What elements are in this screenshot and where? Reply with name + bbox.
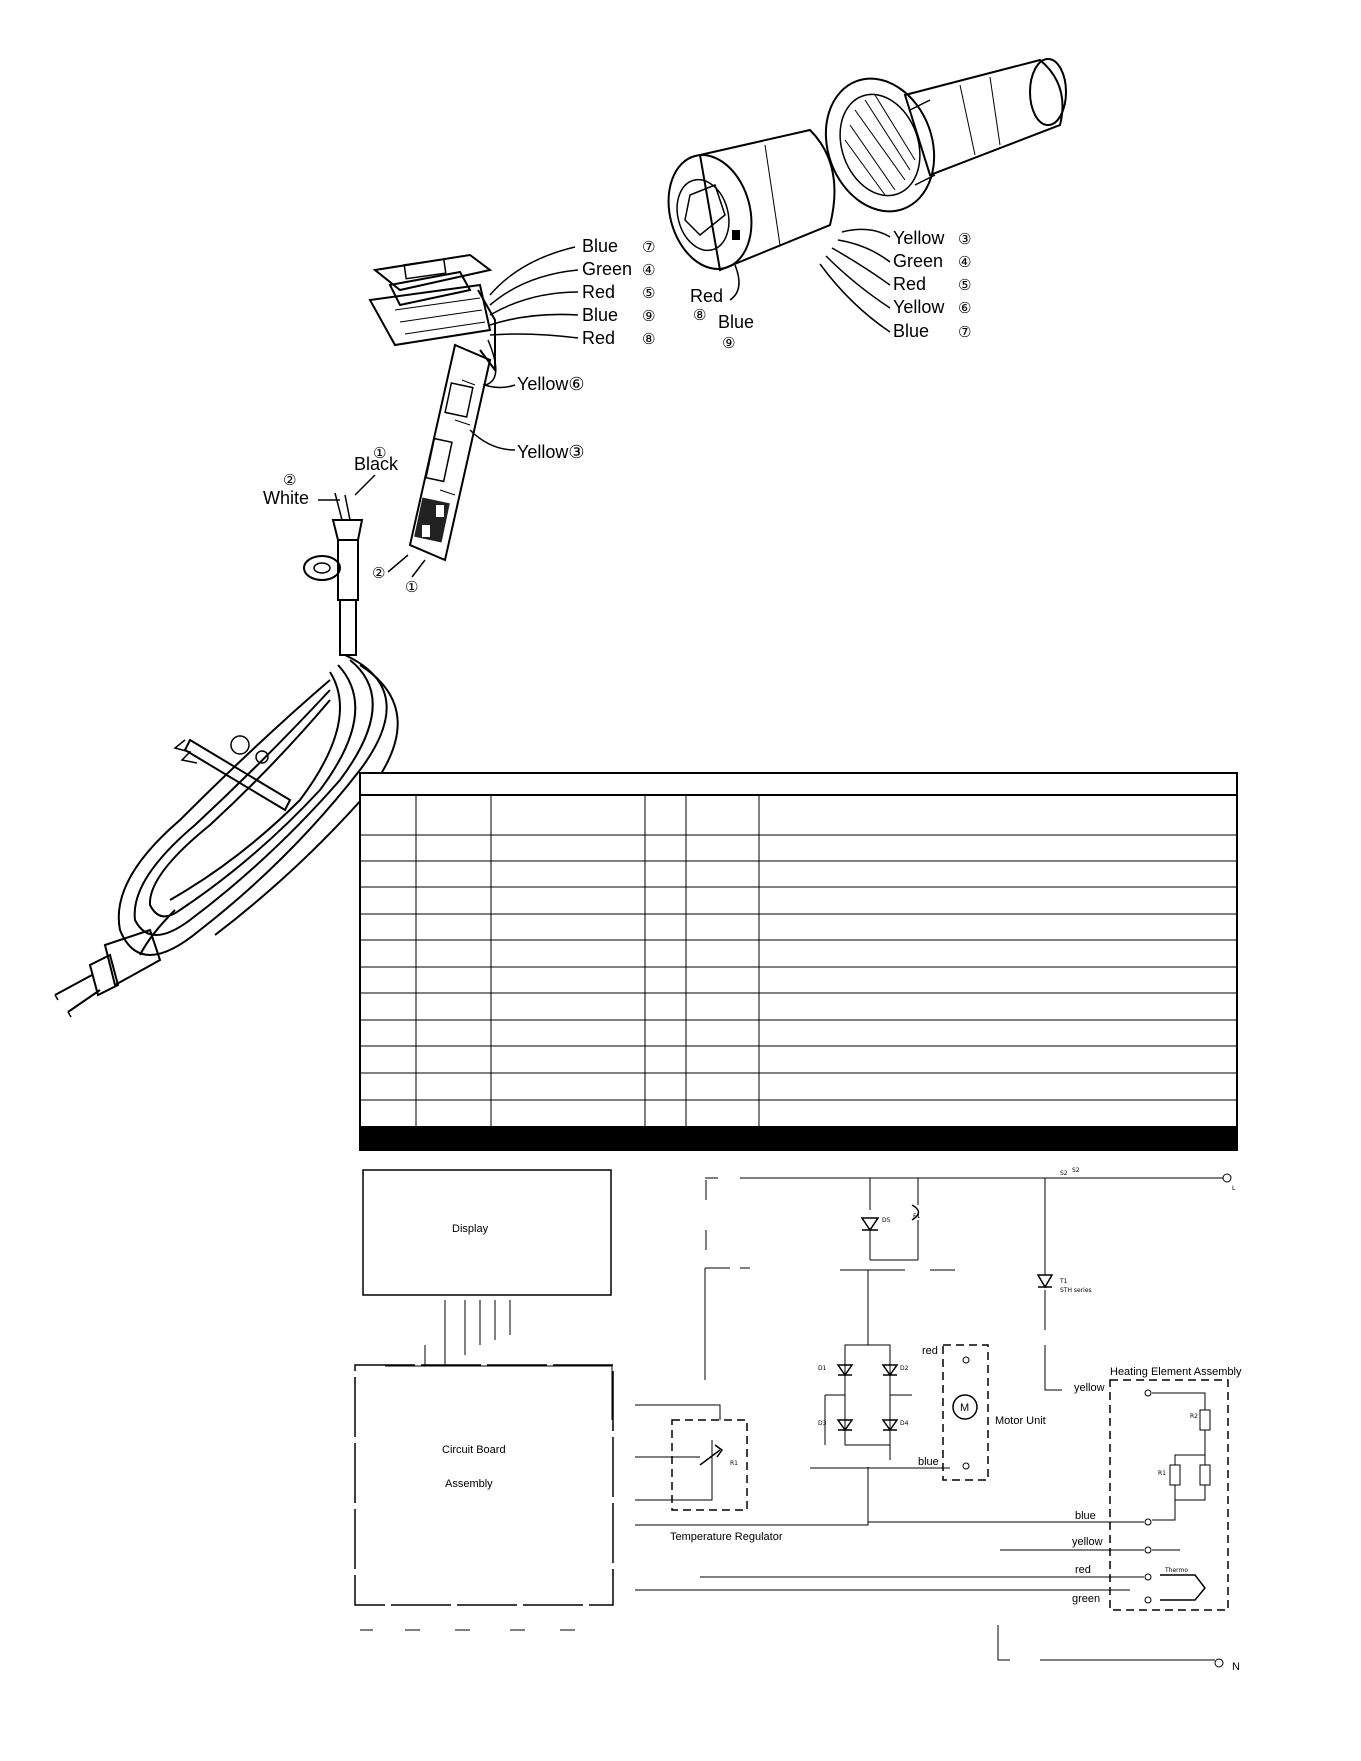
parts-table (359, 772, 1238, 1151)
label-yellow-3-num: ③ (958, 230, 971, 248)
label-cylinder-blue: Blue (718, 312, 754, 332)
label-cylinder-blue-num: ⑨ (722, 334, 735, 352)
label-black: Black (354, 454, 399, 474)
circuit-board-label-1: Circuit Board (442, 1444, 506, 1456)
display-label: Display (452, 1223, 489, 1235)
bridge-rectifier: D1 D2 D3 D4 (810, 1270, 950, 1469)
circuit-board-label-2: Assembly (445, 1478, 493, 1490)
board-lead-lines (387, 554, 426, 578)
label-yellow-6-right: Yellow (893, 297, 945, 317)
label-board-2: ② (372, 564, 385, 582)
display-box (362, 1169, 612, 1296)
right-wire-labels: Yellow ③ Green ④ Red ⑤ Yellow ⑥ Blue ⑦ (893, 228, 971, 341)
svg-text:R2: R2 (1190, 1413, 1198, 1420)
left-wire-labels: Blue ⑦ Green ④ Red ⑤ Blue ⑨ Red ⑧ (582, 236, 655, 348)
switch-housing (368, 253, 496, 373)
svg-text:D1: D1 (818, 1365, 827, 1372)
terminal-N: N (1232, 1661, 1240, 1673)
svg-text:D3: D3 (818, 1420, 827, 1427)
svg-text:S2: S2 (1060, 1170, 1068, 1177)
coiled-power-cord (117, 654, 399, 956)
svg-text:R1: R1 (1158, 1470, 1166, 1477)
circuit-board-strip (408, 343, 492, 562)
label-white-num: ② (283, 471, 296, 489)
label-green-4-num: ④ (642, 261, 655, 279)
label-board-1: ① (405, 578, 418, 596)
wire-green-right: green (1072, 1593, 1100, 1605)
label-blue-7: Blue (582, 236, 618, 256)
motor-symbol: M (960, 1402, 969, 1414)
label-green-4: Green (582, 259, 632, 279)
table-header-bar (359, 772, 1238, 796)
exploded-view: Blue ⑦ Green ④ Red ⑤ Blue ⑨ Red ⑧ Red ⑧ … (54, 58, 1067, 1018)
label-red-8-num: ⑧ (642, 330, 655, 348)
label-blue-7-right: Blue (893, 321, 929, 341)
svg-text:R1: R1 (730, 1460, 738, 1467)
label-red-5-right: Red (893, 274, 926, 294)
label-red-8: Red (582, 328, 615, 348)
svg-text:D5: D5 (882, 1217, 891, 1224)
thermo-label: Thermo (1164, 1567, 1188, 1574)
label-red-5: Red (582, 282, 615, 302)
wiring-schematic: Display Circuit Board Assembly R1 Temper… (354, 1167, 1242, 1673)
temperature-regulator-box (671, 1419, 748, 1511)
power-plug (54, 928, 162, 1018)
label-yellow-3: Yellow (893, 228, 945, 248)
circuit-board-box (354, 1364, 614, 1606)
wire-blue-motor: blue (918, 1456, 939, 1468)
label-green-4-right: Green (893, 251, 943, 271)
heating-element-assembly-box (1109, 1379, 1229, 1611)
cylinder-labels: Red ⑧ Blue ⑨ (690, 286, 754, 352)
motor-symbol-circle (952, 1394, 978, 1420)
label-blue-9: Blue (582, 305, 618, 325)
table-footer-bar (360, 1126, 1237, 1151)
label-cylinder-red: Red (690, 286, 723, 306)
cord-lead-lines (318, 474, 376, 501)
motor-unit-box (942, 1344, 989, 1481)
heater-cylinder (667, 128, 836, 272)
wire-red-right: red (1075, 1564, 1091, 1576)
label-white: White (263, 488, 309, 508)
label-black-num: ① (373, 444, 386, 462)
label-green-4-right-num: ④ (958, 253, 971, 271)
label-cylinder-red-num: ⑧ (693, 306, 706, 324)
svg-text:D2: D2 (900, 1365, 909, 1372)
switch-wire-leads (469, 246, 579, 451)
label-yellow-6-right-num: ⑥ (958, 299, 971, 317)
wire-yellow-right: yellow (1072, 1536, 1103, 1548)
label-red-5-right-num: ⑤ (958, 276, 971, 294)
triac-label: STH series (1060, 1287, 1092, 1294)
temperature-regulator-label: Temperature Regulator (670, 1531, 783, 1543)
cylinder-wire-leads (729, 228, 891, 333)
svg-text:T1: T1 (1059, 1278, 1068, 1285)
svg-text:F1: F1 (913, 1213, 920, 1220)
wire-yellow-top: yellow (1074, 1382, 1105, 1394)
label-red-5-num: ⑤ (642, 284, 655, 302)
label-blue-9-num: ⑨ (642, 307, 655, 325)
label-yellow-3-board: Yellow③ (517, 442, 585, 462)
cord-connector (303, 492, 364, 656)
wire-red-motor: red (922, 1345, 938, 1357)
label-blue-7-num: ⑦ (642, 238, 655, 256)
svg-text:S2: S2 (1072, 1167, 1080, 1174)
svg-text:D4: D4 (900, 1420, 909, 1427)
label-blue-7-right-num: ⑦ (958, 323, 971, 341)
wire-blue-right: blue (1075, 1510, 1096, 1522)
label-yellow-6-board: Yellow⑥ (517, 374, 585, 394)
terminal-L: L (1232, 1185, 1236, 1192)
heating-element-assembly-label: Heating Element Assembly (1110, 1366, 1242, 1378)
nozzle-assembly (824, 58, 1067, 213)
motor-unit-label: Motor Unit (995, 1415, 1046, 1427)
